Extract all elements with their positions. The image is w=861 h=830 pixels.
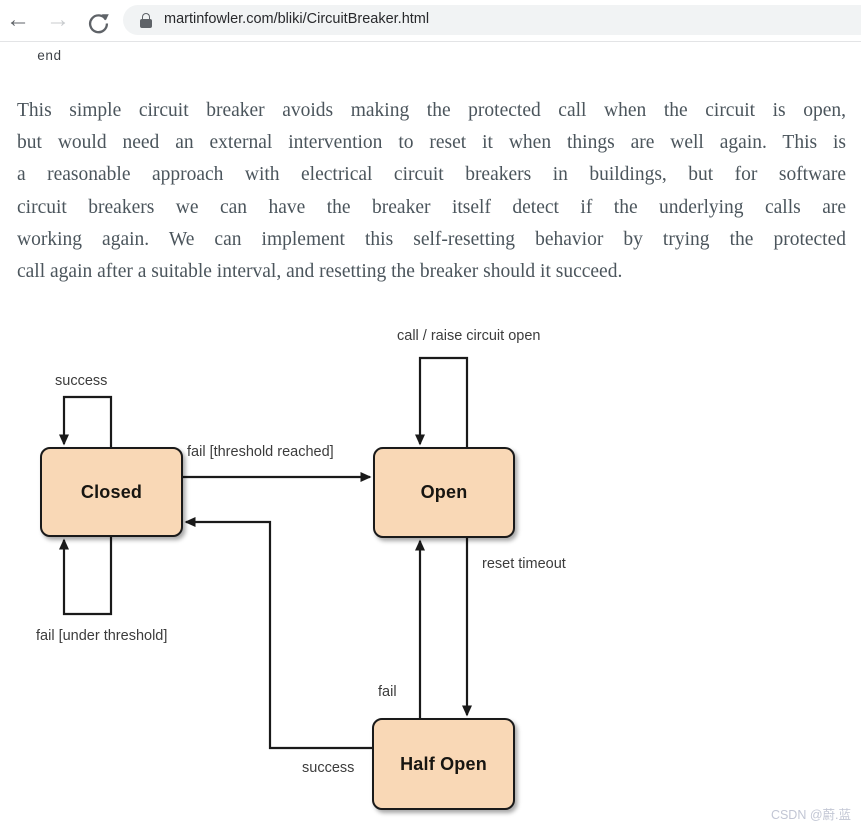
diagram-wires: [59, 356, 472, 750]
state-open: Open: [373, 447, 515, 538]
paragraph-line: circuit breakers we can have the breaker…: [17, 196, 846, 218]
article-paragraph: This simple circuit breaker avoids makin…: [17, 95, 846, 288]
browser-toolbar: ← → martinfowler.com/bliki/CircuitBreake…: [0, 0, 861, 42]
address-bar[interactable]: martinfowler.com/bliki/CircuitBreaker.ht…: [123, 5, 861, 35]
transition-label-success-closed: success: [55, 373, 108, 389]
forward-icon[interactable]: →: [46, 6, 70, 33]
watermark: CSDN @蔚.蓝: [770, 808, 851, 822]
paragraph-line: This simple circuit breaker avoids makin…: [17, 100, 846, 121]
circuit-breaker-state-diagram: Closed Open Half Open call / raise circu…: [0, 310, 861, 830]
transition-closed-success-loop: [59, 395, 113, 447]
transition-open-self-loop: [415, 356, 469, 447]
state-closed: Closed: [40, 447, 183, 537]
transition-halfopen-to-closed: [184, 517, 372, 750]
paragraph-line: call again after a suitable interval, an…: [17, 261, 623, 283]
transition-label-fail-threshold-reached: fail [threshold reached]: [187, 444, 334, 460]
refresh-icon[interactable]: [82, 9, 114, 45]
paragraph-line: but would need an external intervention …: [17, 132, 846, 154]
code-end-text: end: [37, 50, 62, 65]
transition-closed-fail-loop: [59, 537, 113, 616]
state-half-open: Half Open: [372, 718, 515, 810]
url-text: martinfowler.com/bliki/CircuitBreaker.ht…: [164, 11, 430, 27]
state-label: Closed: [80, 481, 143, 502]
refresh-icon-glyph: [88, 14, 109, 34]
transition-label-fail-under-threshold: fail [under threshold]: [36, 628, 168, 644]
transition-label-fail: fail: [378, 684, 397, 700]
transition-label-call-raise-circuit-open: call / raise circuit open: [397, 328, 541, 344]
transition-label-success-halfopen: success: [302, 760, 355, 776]
lock-body: [140, 19, 152, 28]
state-label: Half Open: [400, 753, 487, 774]
state-label: Open: [420, 482, 468, 502]
back-icon[interactable]: ←: [6, 6, 30, 33]
transition-label-reset-timeout: reset timeout: [482, 556, 566, 572]
lock-shackle: [142, 13, 150, 21]
lock-icon[interactable]: [140, 13, 152, 28]
paragraph-line: working again. We can implement this sel…: [17, 228, 846, 250]
paragraph-line: a reasonable approach with electrical ci…: [17, 164, 846, 186]
